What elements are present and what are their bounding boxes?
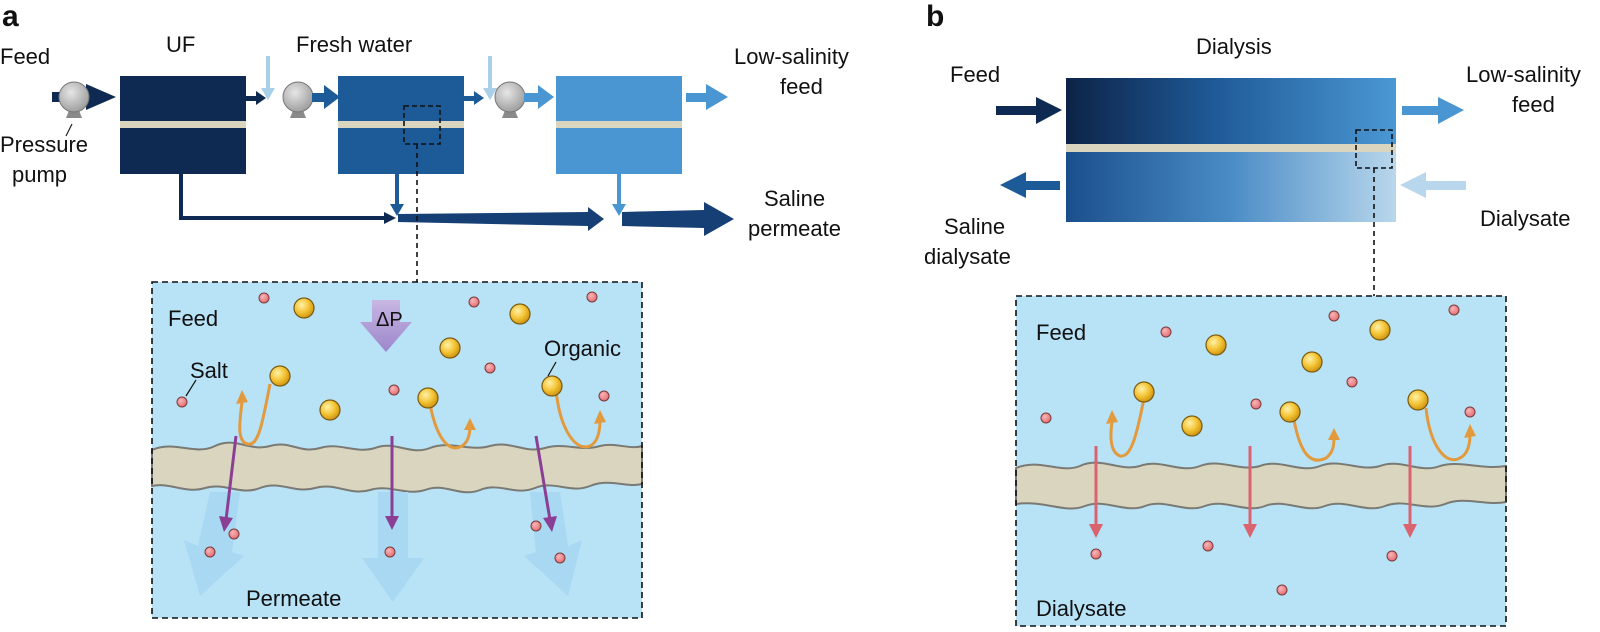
- stage2-in-arrow: [312, 85, 340, 109]
- permeate-label: Permeate: [246, 586, 341, 611]
- pressure-pump-icon: [58, 81, 90, 137]
- pressure-label: ΔP: [376, 309, 403, 331]
- inset-a: ΔP: [151, 281, 643, 619]
- pressure-arrow-icon: ΔP: [360, 300, 412, 352]
- b-dialysate-label: Dialysate: [1480, 206, 1570, 231]
- dialysis-label: Dialysis: [1196, 34, 1272, 59]
- inset-b: Feed Dialysate: [1015, 295, 1507, 627]
- salt-label: Salt: [190, 358, 228, 383]
- dialysis-feed-arrow: [996, 97, 1062, 124]
- b-saline-line1: Saline: [944, 214, 1005, 239]
- salt-particles-b: [1040, 304, 1476, 596]
- panel-a-letter: a: [2, 0, 19, 33]
- b-saline-line2: dialysate: [924, 244, 1011, 269]
- stage1-out-arrow: [246, 91, 266, 105]
- permeate-lines: [179, 174, 734, 236]
- panel-b: b Dialysis Feed Low-salinity feed Saline…: [924, 0, 1581, 627]
- salt-particles-a: [176, 291, 610, 564]
- stage3-module: [556, 76, 682, 174]
- inset-a-feed-label: Feed: [168, 306, 218, 331]
- membrane-a: [151, 441, 643, 494]
- pump-label-line1: Pressure: [0, 132, 88, 157]
- dialysate-in-arrow: [1400, 172, 1466, 198]
- fresh-water-label: Fresh water: [296, 32, 412, 57]
- pump-icon-3: [494, 81, 526, 118]
- saline-line2: permeate: [748, 216, 841, 241]
- organic-particles-b: [1133, 319, 1429, 437]
- pump-label-line2: pump: [12, 162, 67, 187]
- fresh-water-arrow-2: [483, 56, 497, 100]
- pump-icon-2: [282, 81, 314, 118]
- panel-b-letter: b: [926, 0, 944, 33]
- b-feed-label: Feed: [950, 62, 1000, 87]
- low-salinity-arrow: [686, 84, 728, 110]
- organic-label: Organic: [544, 336, 621, 361]
- low-salinity-line2: feed: [780, 74, 823, 99]
- dialysis-module: [1066, 78, 1396, 222]
- saline-dialysate-arrow: [1000, 172, 1060, 198]
- membrane-b: [1015, 461, 1507, 510]
- dialysis-out-arrow: [1402, 97, 1464, 124]
- uf-label: UF: [166, 32, 195, 57]
- low-salinity-line1: Low-salinity: [734, 44, 849, 69]
- inset-b-feed-label: Feed: [1036, 320, 1086, 345]
- stage2-module: [338, 76, 464, 174]
- panel-a: a Feed UF Fresh water Pressure pump Low-…: [0, 0, 849, 619]
- fresh-water-arrow-1: [261, 56, 275, 100]
- feed-label: Feed: [0, 44, 50, 69]
- inset-b-dialysate-label: Dialysate: [1036, 596, 1126, 621]
- uf-module: [120, 76, 246, 174]
- b-low-salinity-line1: Low-salinity: [1466, 62, 1581, 87]
- stage2-out-arrow: [464, 91, 484, 105]
- stage3-in-arrow: [524, 85, 554, 109]
- organic-particles-a: [269, 297, 563, 421]
- b-low-salinity-line2: feed: [1512, 92, 1555, 117]
- saline-line1: Saline: [764, 186, 825, 211]
